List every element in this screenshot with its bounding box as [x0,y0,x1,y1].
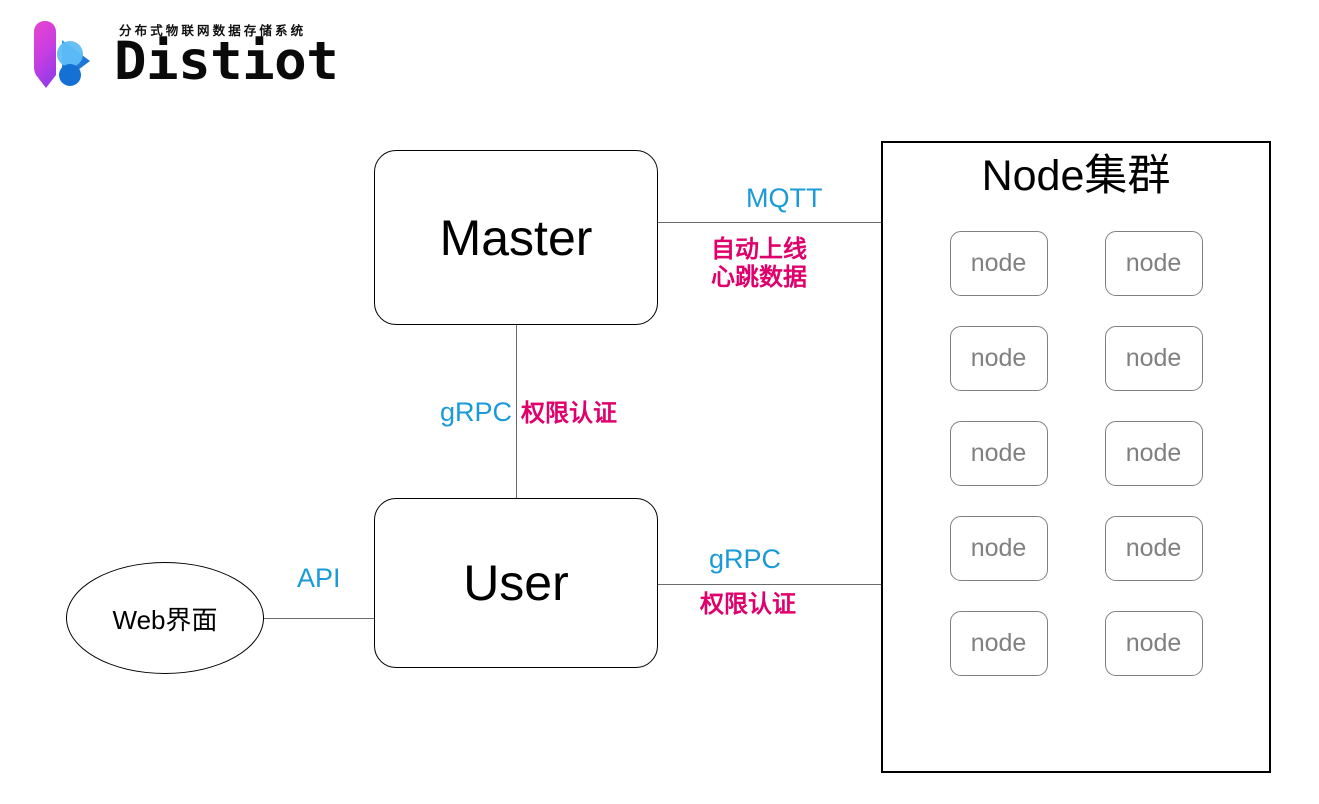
edge-note-line-2: 心跳数据 [711,264,807,292]
web-interface-label: Web界面 [112,604,218,635]
node-box[interactable]: node [949,516,1048,581]
edge-label-grpc-right: gRPC [709,544,782,574]
edge-note-master-to-nodes: 自动上线 心跳数据 [711,236,807,293]
connector-user-to-nodes [657,584,883,585]
node-box-label: node [1125,344,1182,372]
node-box-label: node [970,629,1027,657]
node-box-label: node [970,249,1027,277]
node-box-label: node [970,439,1027,467]
edge-label-mqtt: MQTT [746,183,823,213]
node-box[interactable]: node [1104,611,1203,676]
edge-note-auth-center: 权限认证 [521,400,618,427]
node-box[interactable]: node [1104,231,1203,296]
logo-circle-dark [59,64,81,86]
node-cluster-title: Node集群 [981,152,1171,200]
distiot-logo: 分布式物联网数据存储系统 Distiot [22,16,339,108]
edge-label-grpc-center: gRPC [440,397,513,427]
logo-tagline: 分布式物联网数据存储系统 [119,23,307,38]
node-box[interactable]: node [949,421,1048,486]
node-box-label: node [970,344,1027,372]
logo-speech-shape [34,21,56,88]
node-box-label: node [1125,439,1182,467]
node-box-label: node [970,534,1027,562]
user-node-box[interactable]: User [374,498,658,668]
master-node-box[interactable]: Master [374,150,658,325]
node-box-label: node [1125,534,1182,562]
edge-note-line-1: 自动上线 [711,236,807,263]
distiot-logo-text: 分布式物联网数据存储系统 Distiot [106,16,339,106]
logo-circle-light [57,41,83,67]
node-box[interactable]: node [1104,326,1203,391]
connector-master-to-nodes [657,222,883,223]
edge-label-api: API [297,563,341,593]
edge-note-auth-right: 权限认证 [700,591,796,618]
web-interface-ellipse[interactable]: Web界面 [66,562,264,674]
node-box-label: node [1125,249,1182,277]
node-box[interactable]: node [949,231,1048,296]
connector-master-to-user [516,324,517,499]
master-label: Master [439,209,593,266]
logo-wordmark: Distiot [114,31,339,92]
node-grid: node node node node node node node node node node [883,231,1269,676]
node-box[interactable]: node [949,326,1048,391]
node-box[interactable]: node [1104,516,1203,581]
user-label: User [463,555,569,611]
connector-web-to-user [263,618,375,619]
node-box-label: node [1125,629,1182,657]
edge-label-master-to-user: gRPC 权限认证 [440,397,617,429]
node-box[interactable]: node [1104,421,1203,486]
distiot-logo-mark [34,21,90,88]
node-box[interactable]: node [949,611,1048,676]
